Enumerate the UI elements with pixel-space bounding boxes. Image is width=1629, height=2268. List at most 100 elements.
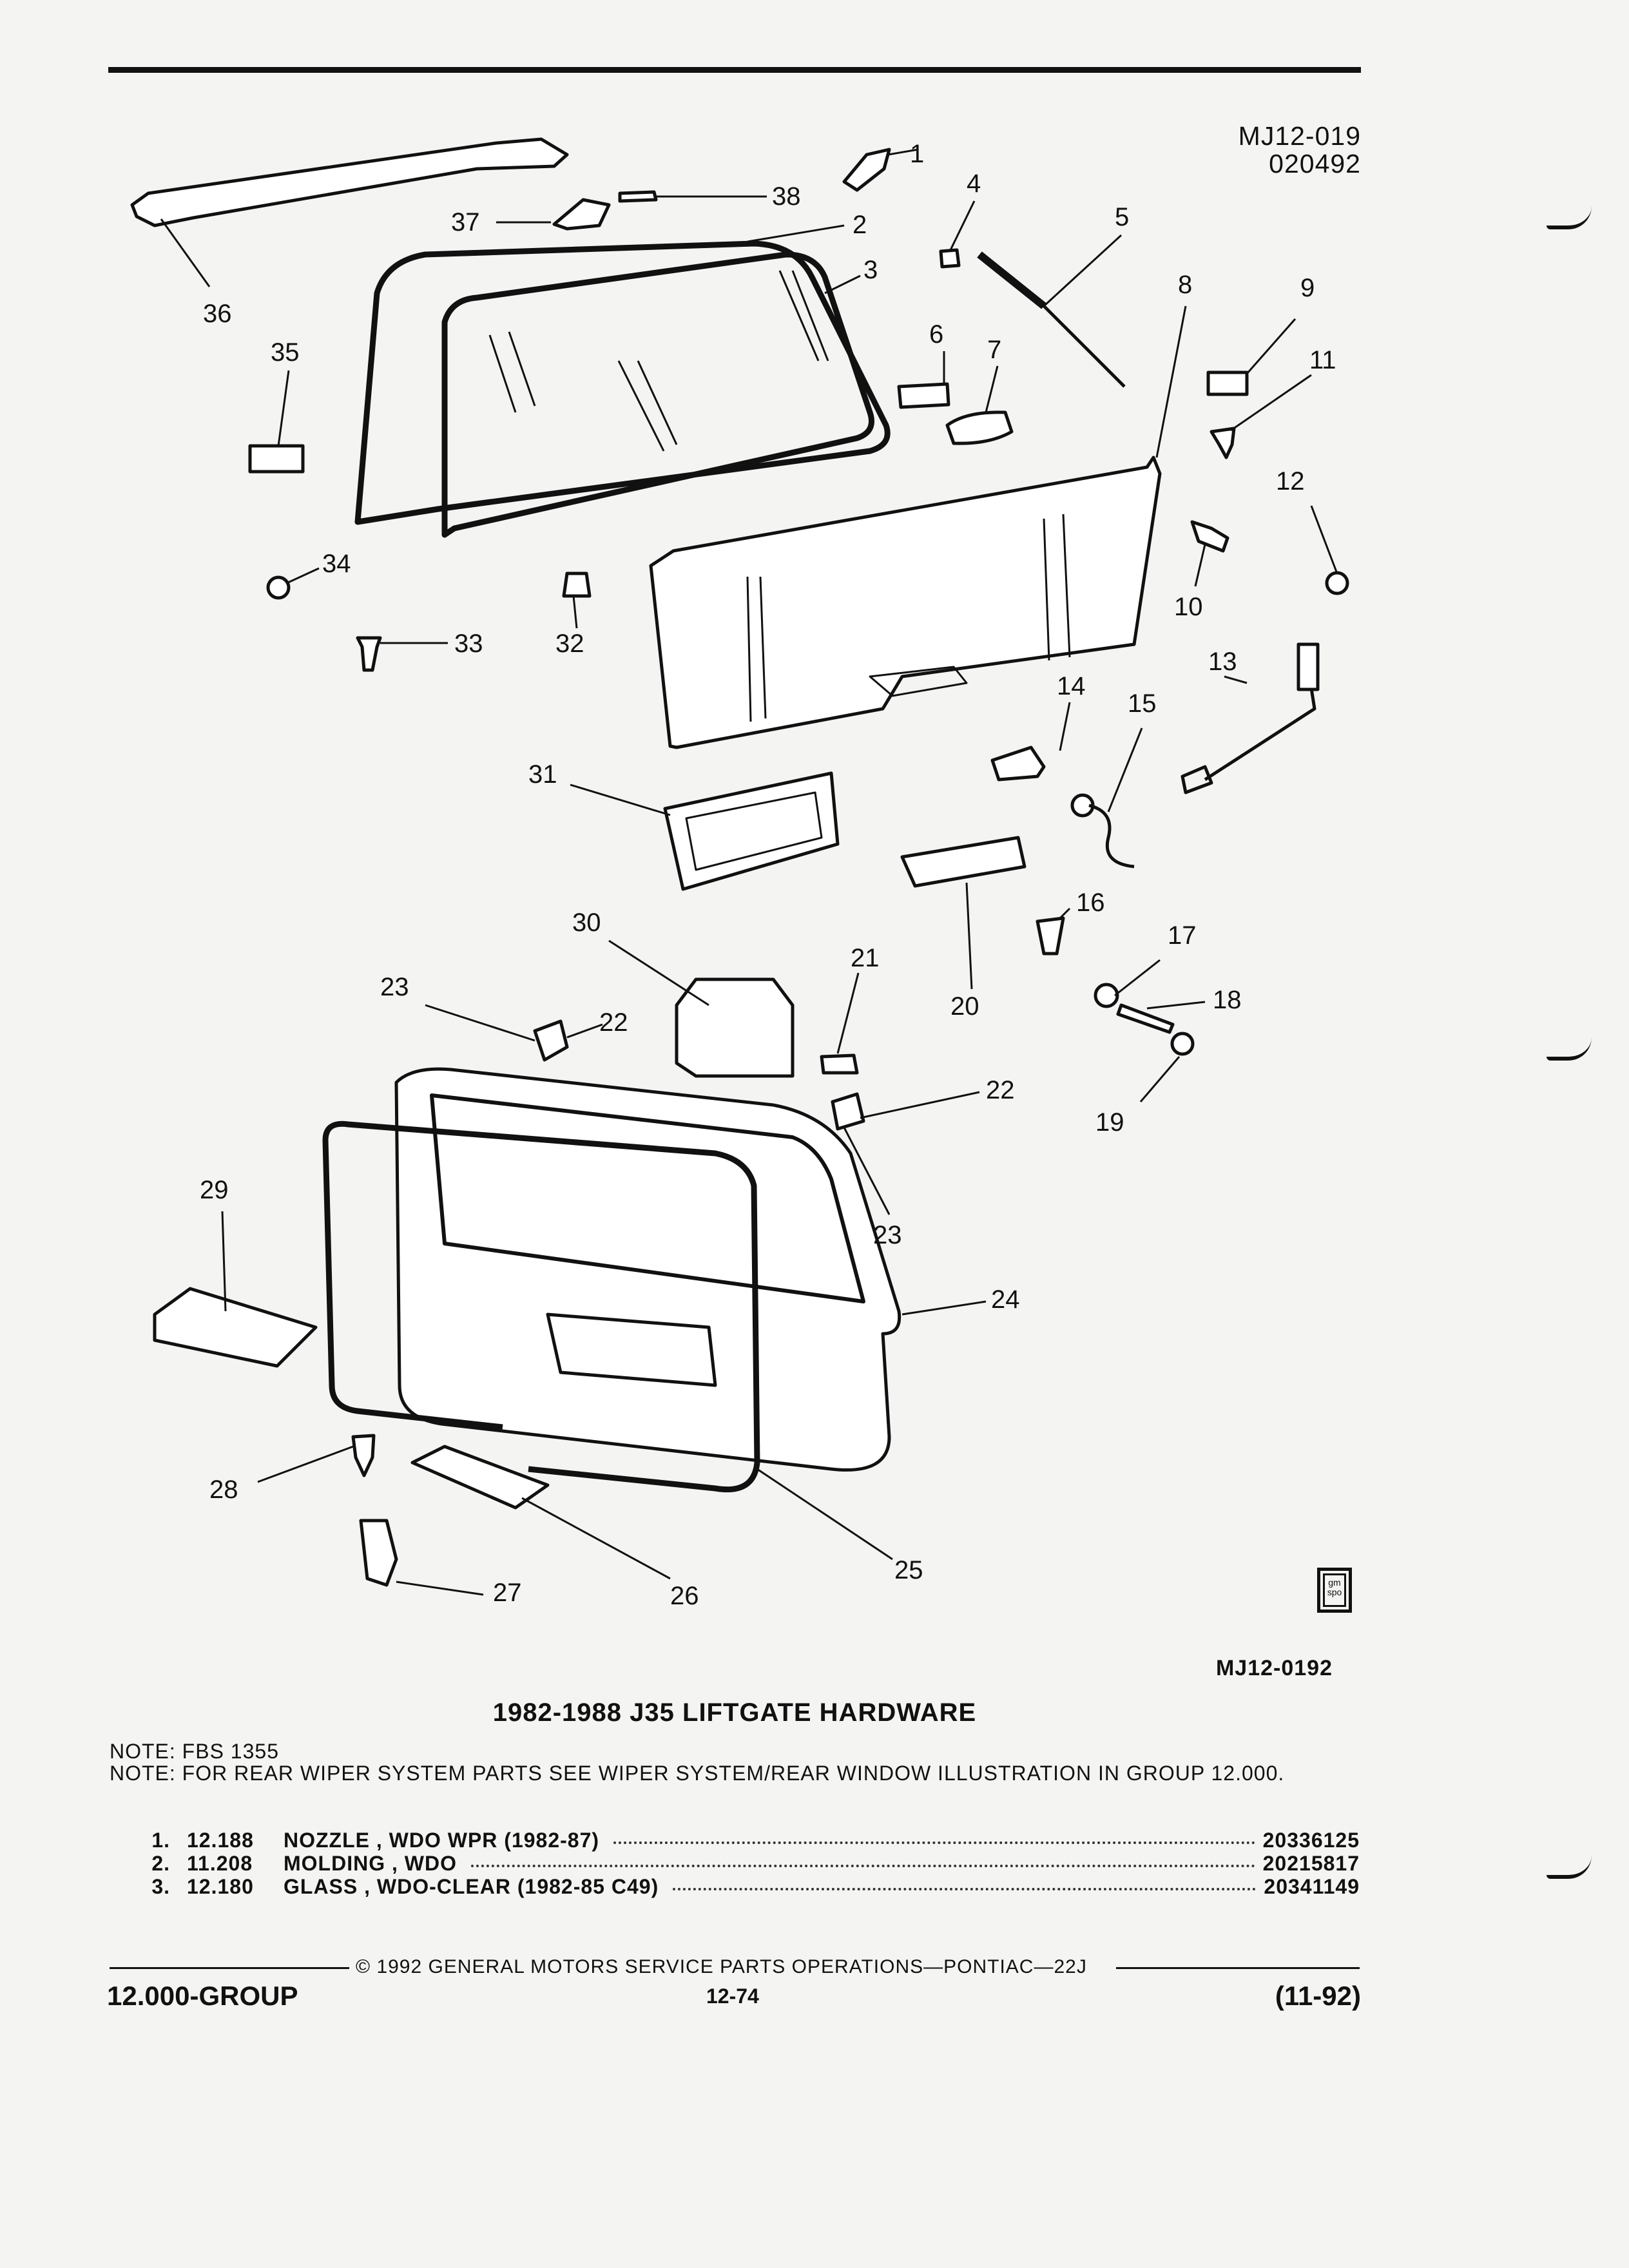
callout-29: 29 [200,1176,229,1204]
gm-part-number: 20215817 [1262,1852,1360,1875]
part-number: 1. [151,1829,170,1852]
parts-row: 1. 12.188 NOZZLE , WDO WPR (1982-87) 203… [110,1829,1360,1852]
gm-part-number: 20341149 [1264,1875,1360,1898]
part-25-weatherstrip [322,1120,760,1493]
page-title: 1982-1988 J35 LIFTGATE HARDWARE [492,1698,977,1727]
plate-bracket-inner [685,791,823,871]
callout-18: 18 [1213,986,1242,1014]
callout-38: 38 [772,182,801,211]
callout-24: 24 [991,1285,1020,1314]
part-22-clip-upper [533,1019,569,1062]
part-28-bolt [351,1434,376,1477]
part-9-bumper [1206,370,1249,396]
callout-12: 12 [1276,467,1305,495]
callout-22-lower: 22 [986,1076,1015,1104]
part-description: NOZZLE , WDO WPR (1982-87) [284,1829,600,1852]
part-24-liftgate [394,1067,901,1472]
glass-reflections [488,270,829,452]
callout-17: 17 [1168,921,1197,950]
callout-5: 5 [1115,203,1129,231]
callout-3: 3 [863,256,878,284]
gm-spo-logo: gm spo [1317,1568,1352,1613]
part-11-fastener [1210,427,1236,459]
part-4-clip [939,248,961,269]
note-wiper-system: NOTE: FOR REAR WIPER SYSTEM PARTS SEE WI… [110,1762,1285,1785]
callout-37: 37 [451,208,480,236]
figure-number: 12.180 [187,1875,254,1898]
callout-16: 16 [1076,889,1105,917]
callout-23-lower: 23 [873,1221,902,1249]
reference-date: 020492 [1269,149,1361,178]
part-17-gasket [1094,983,1119,1008]
note-fbs: NOTE: FBS 1355 [110,1740,279,1763]
part-34-clip [266,575,291,600]
callout-31: 31 [528,760,557,789]
callout-10: 10 [1174,593,1203,621]
callout-14: 14 [1057,672,1086,700]
callout-22-upper: 22 [599,1008,628,1037]
part-33-screw [356,636,382,672]
callout-33: 33 [454,629,483,658]
copyright-notice: © 1992 GENERAL MOTORS SERVICE PARTS OPER… [356,1956,1087,1977]
callout-27: 27 [493,1579,522,1607]
part-3-glass [441,251,874,538]
callout-23-upper: 23 [380,973,409,1001]
binding-mark [1547,206,1592,229]
footer-rule-right [1116,1967,1360,1969]
part-6-bumper [897,382,950,409]
leader-dots [470,1860,1255,1867]
part-7-handle [945,410,1014,445]
part-13-harness [1181,647,1316,794]
callout-32: 32 [555,629,584,658]
leader-lines [160,148,1338,1596]
callout-7: 7 [987,336,1001,364]
callout-19: 19 [1095,1108,1124,1137]
callout-26: 26 [670,1582,699,1610]
part-5-strut [977,251,1046,309]
callout-numbers: 1 2 3 4 5 6 7 8 9 10 11 12 13 14 15 16 1… [200,140,1336,1610]
figure-number: 11.208 [187,1852,253,1875]
binding-mark [1547,1037,1592,1061]
part-description: MOLDING , WDO [284,1852,457,1875]
parts-row: 2. 11.208 MOLDING , WDO 20215817 [110,1852,1360,1875]
part-12-plug [1325,571,1349,595]
callout-9: 9 [1300,274,1315,302]
reference-block: MJ12-019 020492 [1239,122,1361,178]
part-26-striker [410,1445,550,1510]
trim-panel-detail [746,514,1071,722]
callout-30: 30 [572,908,601,937]
part-36-spoiler [130,137,569,227]
revision-date: (11-92) [1275,1981,1361,2011]
callout-15: 15 [1128,689,1157,718]
callout-28: 28 [209,1475,238,1504]
illustration-id: MJ12-0192 [1215,1656,1333,1680]
part-27-hinge [359,1519,398,1587]
callout-25: 25 [894,1556,923,1584]
part-19-lock-cylinder [1170,1032,1195,1056]
gm-part-number: 20336125 [1262,1829,1360,1852]
part-22-clip-lower [831,1092,865,1131]
callout-11: 11 [1309,346,1336,374]
parts-row: 3. 12.180 GLASS , WDO-CLEAR (1982-85 C49… [110,1875,1360,1898]
part-13-connector [1296,642,1320,691]
part-20-latch [900,836,1027,888]
liftgate-window-opening [430,1093,865,1303]
part-32-stud [562,572,592,598]
exploded-parts-diagram: 1 2 3 4 5 6 7 8 9 10 11 12 13 14 15 16 1… [130,137,1349,1610]
reference-code: MJ12-019 [1238,121,1361,151]
figure-number: 12.188 [187,1829,254,1852]
part-10-switch [1190,520,1229,553]
part-35-bumper [248,444,305,474]
part-29-hinge-cover [153,1287,318,1368]
liftgate-handle-pocket [546,1312,717,1387]
callout-4: 4 [967,169,981,198]
part-31-plate-bracket [663,771,840,891]
callout-13: 13 [1208,648,1237,676]
part-21-bulb [820,1053,859,1075]
callout-20: 20 [950,992,979,1021]
binding-mark [1547,1856,1592,1879]
group-label: 12.000-GROUP [107,1981,298,2011]
callout-34: 34 [322,550,351,578]
callout-36: 36 [203,300,232,328]
part-5-rod [1043,305,1126,388]
